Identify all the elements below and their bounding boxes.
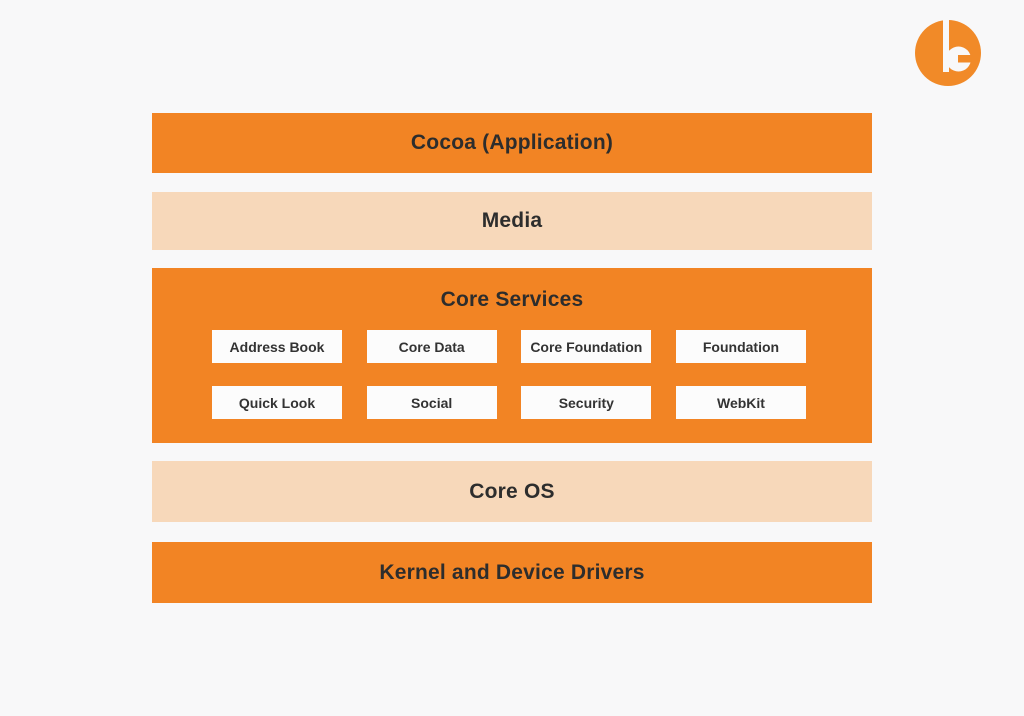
service-label: Social bbox=[411, 394, 453, 411]
layer-media: Media bbox=[152, 192, 872, 250]
core-services-row-2: Quick Look Social Security WebKit bbox=[212, 386, 806, 419]
service-box-webkit: WebKit bbox=[675, 386, 806, 419]
service-label: Foundation bbox=[702, 338, 780, 355]
layer-kernel-device-drivers: Kernel and Device Drivers bbox=[152, 542, 872, 603]
service-box-address-book: Address Book bbox=[212, 330, 342, 363]
brand-logo-icon bbox=[914, 19, 982, 87]
layer-core-os-label: Core OS bbox=[469, 479, 555, 503]
service-label: Core Data bbox=[398, 338, 465, 355]
layer-core-services-label: Core Services bbox=[440, 288, 584, 311]
service-box-foundation: Foundation bbox=[675, 330, 806, 363]
layer-core-os: Core OS bbox=[152, 461, 872, 522]
layer-kernel-label: Kernel and Device Drivers bbox=[379, 560, 645, 584]
service-label: Quick Look bbox=[238, 394, 316, 411]
core-services-row-1: Address Book Core Data Core Foundation F… bbox=[212, 330, 806, 363]
service-box-quick-look: Quick Look bbox=[212, 386, 342, 419]
service-box-security: Security bbox=[521, 386, 652, 419]
service-label: Address Book bbox=[229, 338, 325, 355]
layer-core-services: Core Services Address Book Core Data Cor… bbox=[152, 268, 872, 443]
service-box-core-foundation: Core Foundation bbox=[521, 330, 652, 363]
service-label: Core Foundation bbox=[530, 338, 643, 355]
layer-media-label: Media bbox=[481, 209, 543, 232]
layer-cocoa-label: Cocoa (Application) bbox=[410, 131, 614, 154]
service-label: WebKit bbox=[716, 394, 765, 411]
service-label: Security bbox=[558, 394, 614, 411]
layer-cocoa-application: Cocoa (Application) bbox=[152, 113, 872, 173]
service-box-core-data: Core Data bbox=[366, 330, 497, 363]
service-box-social: Social bbox=[366, 386, 497, 419]
